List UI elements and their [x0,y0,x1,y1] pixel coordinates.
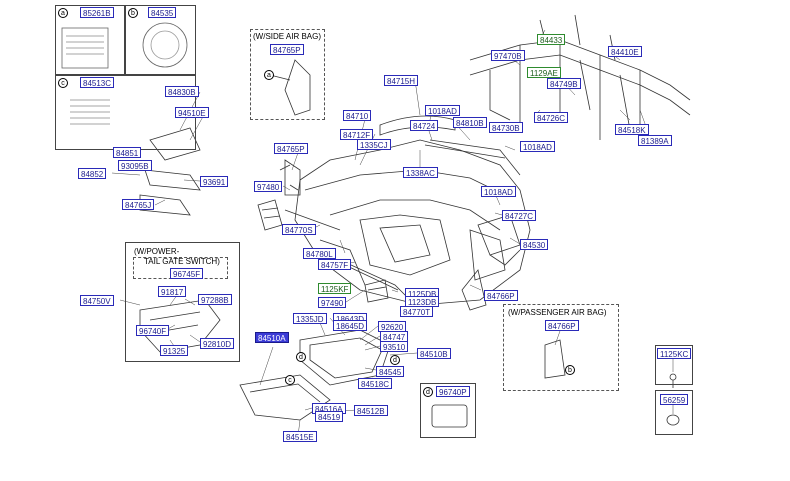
part-label[interactable]: 84765P [274,143,308,154]
part-label[interactable]: 1018AD [481,186,516,197]
part-label[interactable]: 1018AD [520,141,555,152]
part-label[interactable]: 94510E [175,107,209,118]
part-label[interactable]: 84410E [608,46,642,57]
legend-cell-b [125,5,196,75]
part-label[interactable]: 84519 [315,411,344,422]
passenger-airbag-title: (W/PASSENGER AIR BAG) [508,308,607,317]
part-label[interactable]: 93095B [118,160,152,171]
part-label[interactable]: 93510 [380,341,409,352]
part-label[interactable]: 84770T [400,306,434,317]
legend-letter-a: a [58,8,68,18]
part-label[interactable]: 84518C [358,378,393,389]
part-label[interactable]: 84730B [489,122,523,133]
callout-d-1: d [296,352,306,362]
part-label[interactable]: 97288B [198,294,232,305]
part-label[interactable]: 18645D [333,320,368,331]
callout-c: c [285,375,295,385]
side-airbag-code[interactable]: 84765P [270,44,304,55]
part-label[interactable]: 1335CJ [357,139,391,150]
part-label[interactable]: 84726C [534,112,569,123]
cowl-strip [429,139,521,176]
part-label[interactable]: 84710 [343,110,372,121]
part-label[interactable]: 1129AE [527,67,561,78]
part-label[interactable]: 91325 [160,345,189,356]
part-label[interactable]: 84770S [282,224,316,235]
cowl-cross-bar [469,39,691,101]
legend-code-b[interactable]: 84535 [148,7,177,18]
crash-pad-outline [294,139,531,306]
part-label[interactable]: 84749B [547,78,581,89]
part-label[interactable]: 81389A [638,135,672,146]
right-side-cover [461,269,487,311]
part-label[interactable]: 97490 [318,297,347,308]
part-label[interactable]: 84750V [80,295,114,306]
passenger-airbag-code[interactable]: 84766P [545,320,579,331]
part-label[interactable]: 84757F [318,259,352,270]
legend-letter-c: c [58,78,68,88]
hardware-frame-2 [655,390,693,435]
legend-cell-a [55,5,125,75]
part-label[interactable]: 1125KF [318,283,352,294]
part-label[interactable]: 84518K [615,124,649,135]
power-tailgate-title-1: (W/POWER- [134,247,180,256]
part-label[interactable]: 84515E [283,431,317,442]
part-label[interactable]: 84715H [384,75,419,86]
part-label[interactable]: 96740F [136,325,170,336]
part-label[interactable]: 84727C [502,210,537,221]
passenger-airbag-letter: b [565,365,575,375]
part-label[interactable]: 84545 [376,366,405,377]
part-label[interactable]: 84512B [354,405,388,416]
part-label[interactable]: 84712F [340,129,374,140]
power-tailgate-title-2: TAIL GATE SWITCH) [144,257,220,266]
part-label[interactable]: 1018AD [425,105,460,116]
part-label[interactable]: 1335JD [293,313,327,324]
legend-letter-b: b [128,8,138,18]
power-tailgate-frame [125,242,240,362]
side-airbag-letter: a [264,70,274,80]
part-label[interactable]: 84810B [453,117,487,128]
side-airbag-frame [250,29,325,120]
part-label-highlighted[interactable]: 84510A [255,332,289,343]
hardware-code-2[interactable]: 56259 [660,394,689,405]
power-tailgate-code[interactable]: 96745F [170,268,204,279]
part-label[interactable]: 97480 [254,181,283,192]
defroster-nozzle [379,115,456,136]
left-vent [257,199,283,231]
legend-code-a[interactable]: 85261B [80,7,114,18]
hardware-frame-1 [655,345,693,385]
legend-code-c[interactable]: 84513C [80,77,115,88]
part-label[interactable]: 92810D [200,338,235,349]
passenger-airbag-frame [503,304,619,391]
part-label[interactable]: 84530 [520,239,549,250]
part-label[interactable]: 1338AC [403,167,438,178]
hardware-code-1[interactable]: 1125KC [657,348,692,359]
part-label[interactable]: 84852 [78,168,107,179]
detail-d-frame [420,383,476,438]
part-label[interactable]: 84766P [484,290,518,301]
callout-d-2: d [390,355,400,365]
part-label[interactable]: 97470B [491,50,525,61]
side-airbag-insert [284,59,311,116]
part-label[interactable]: 84780L [303,248,336,259]
part-label[interactable]: 84830B [165,86,199,97]
detail-d-letter: d [423,387,433,397]
part-label[interactable]: 93691 [200,176,229,187]
part-label[interactable]: 84851 [113,147,142,158]
detail-d-code[interactable]: 96740P [436,386,470,397]
part-label[interactable]: 84765J [122,199,155,210]
part-label[interactable]: 84724 [410,120,439,131]
part-label[interactable]: 91817 [158,286,187,297]
part-label[interactable]: 84433 [537,34,566,45]
part-label[interactable]: 84510B [417,348,451,359]
side-airbag-title: (W/SIDE AIR BAG) [253,32,322,41]
